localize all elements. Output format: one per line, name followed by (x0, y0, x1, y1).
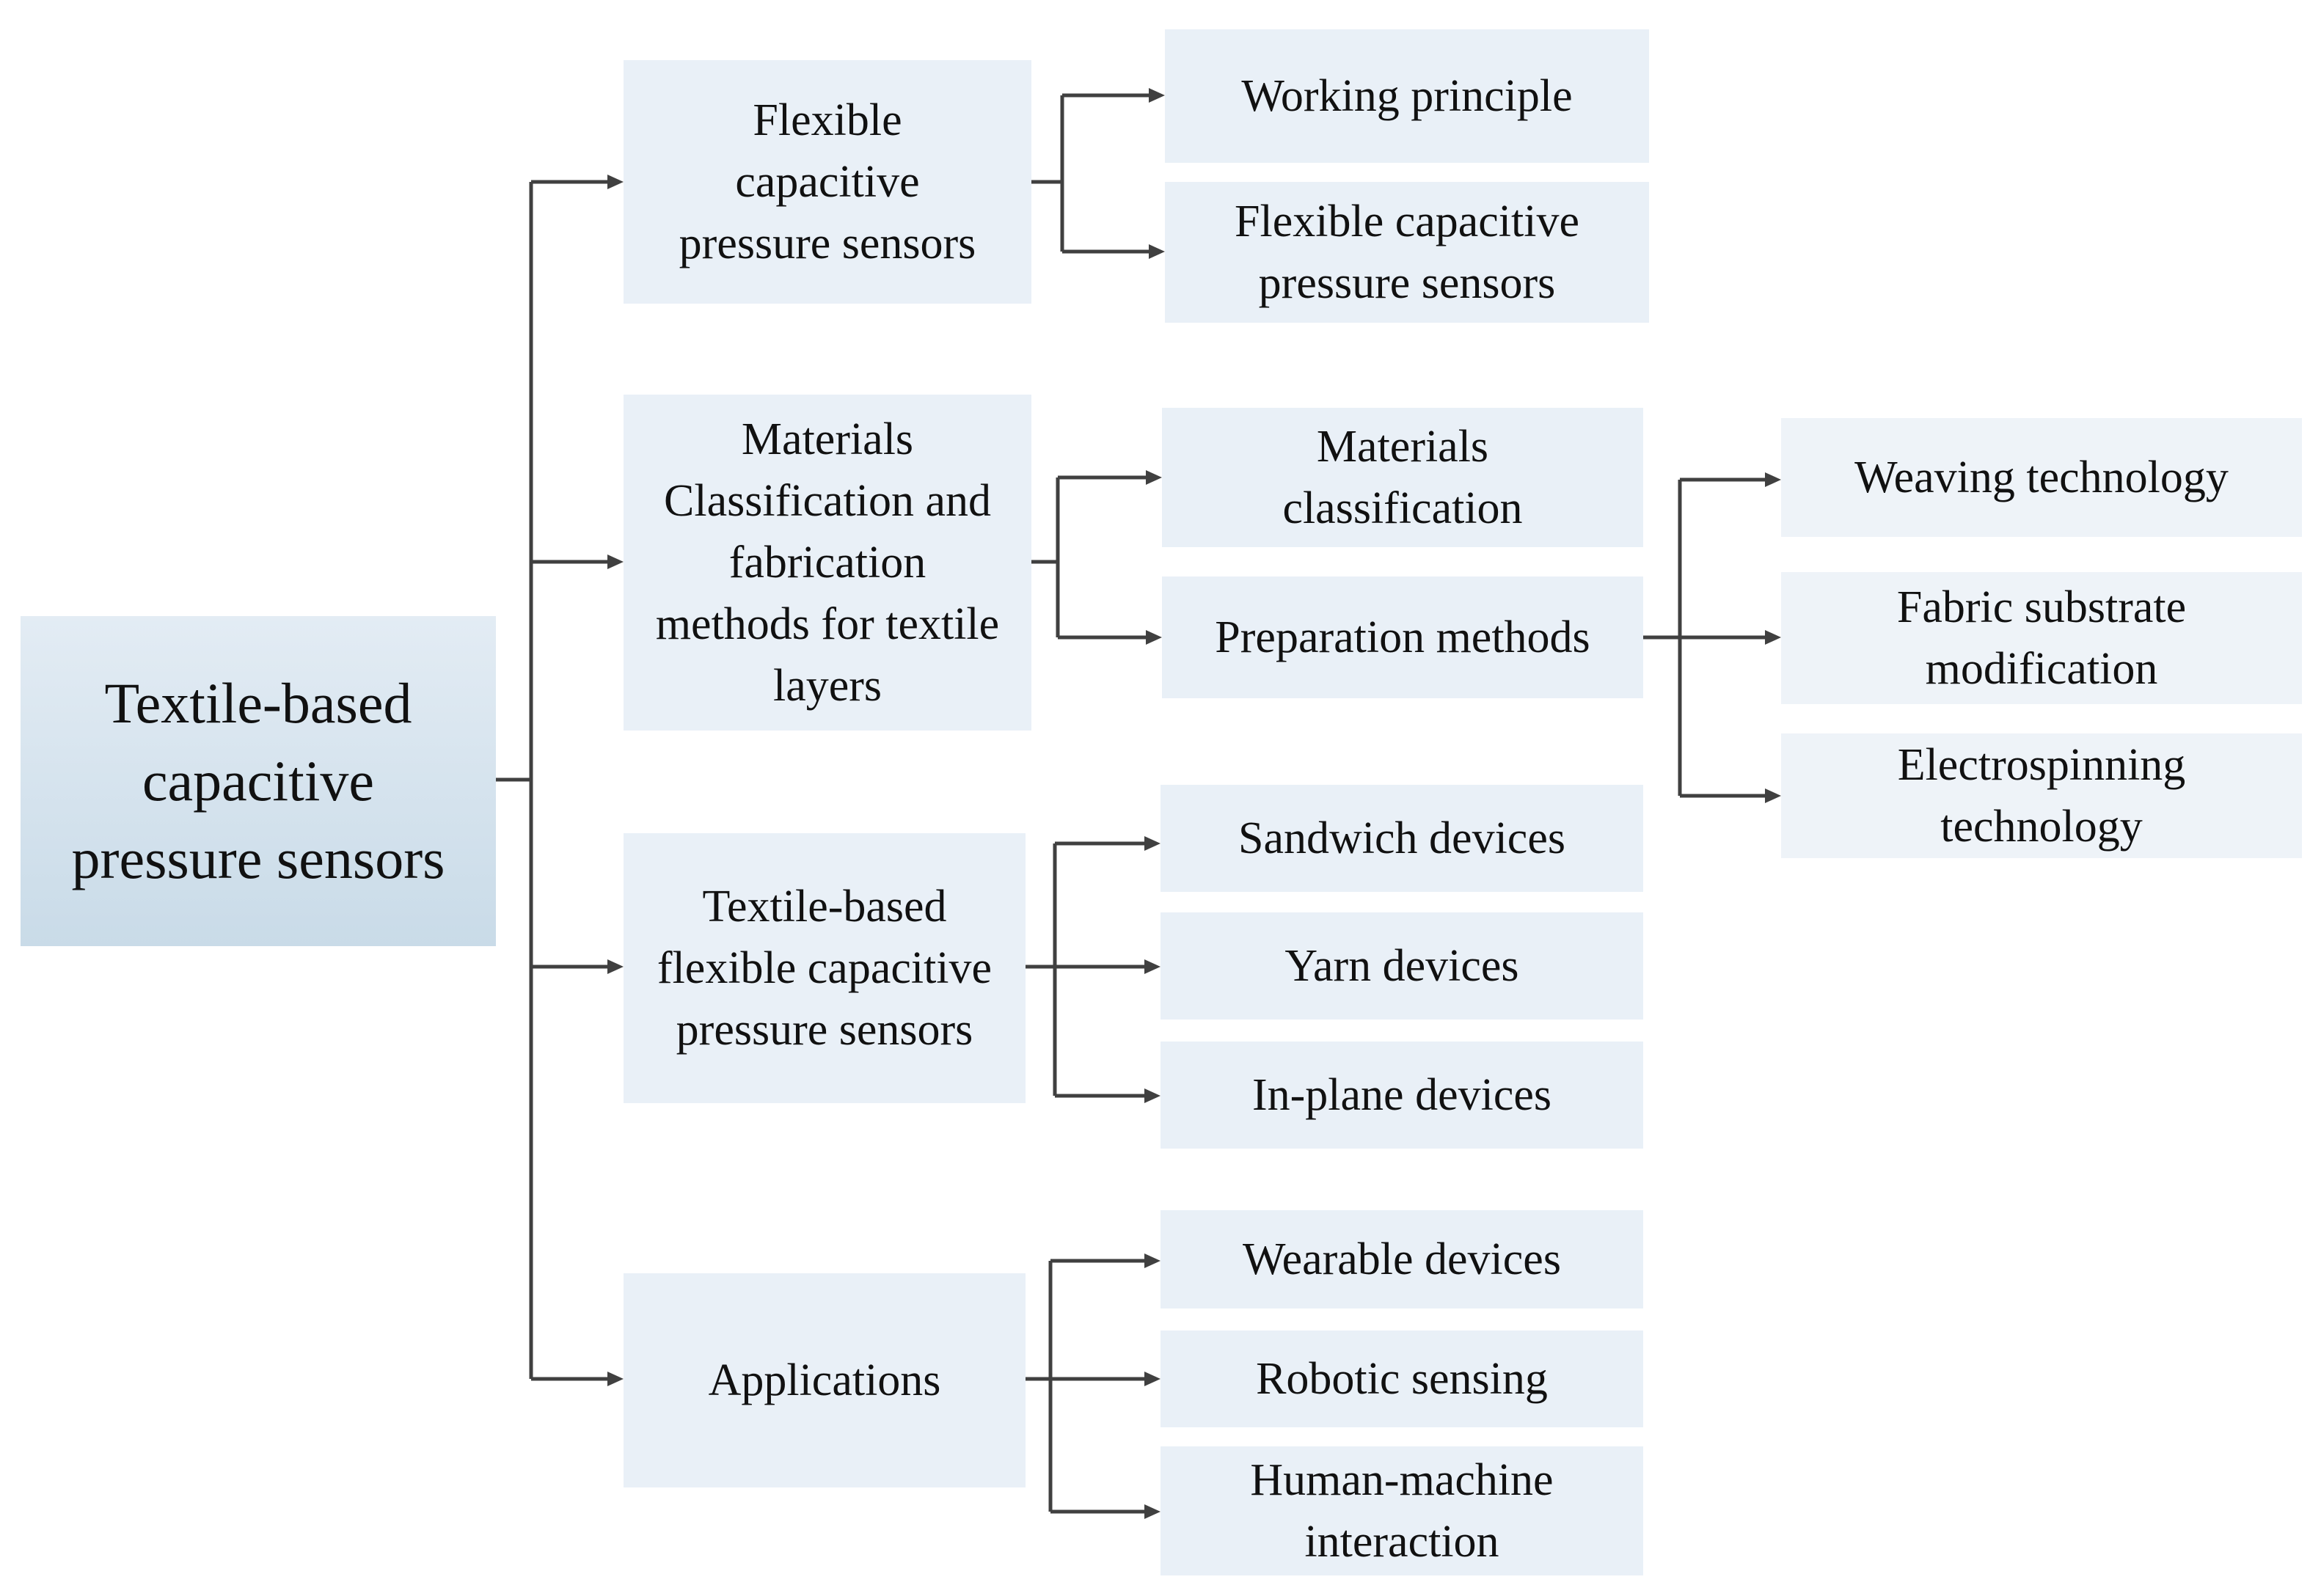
arrowhead (1144, 959, 1160, 974)
connector-branch-2-children (1026, 841, 1146, 1098)
branch-3-child-0: Wearable devices (1160, 1210, 1643, 1308)
branch-0-child-1: Flexible capacitive pressure sensors (1165, 182, 1649, 323)
arrowhead (1144, 1372, 1160, 1386)
branch-3-child-1: Robotic sensing (1160, 1330, 1643, 1427)
connector-preparation-children (1643, 477, 1766, 798)
arrowhead (1765, 472, 1781, 487)
arrowhead (607, 1372, 624, 1386)
branch-0-node: Flexible capacitive pressure sensors (624, 60, 1031, 304)
connector-branch-0-children (1031, 93, 1150, 254)
arrowhead (1146, 470, 1162, 485)
arrowhead (1765, 630, 1781, 645)
preparation-child-0: Weaving technology (1781, 418, 2302, 537)
arrowhead (607, 175, 624, 189)
arrowhead (1144, 1088, 1160, 1103)
arrowhead (1144, 1253, 1160, 1268)
connector-branch-3-children (1026, 1259, 1146, 1514)
branch-3-child-2: Human-machine interaction (1160, 1446, 1643, 1575)
branch-3-node: Applications (624, 1273, 1026, 1487)
branch-2-child-1: Yarn devices (1160, 912, 1643, 1020)
arrowhead (1146, 630, 1162, 645)
arrowhead (1149, 88, 1165, 103)
preparation-child-2: Electrospinning technology (1781, 733, 2302, 858)
arrowhead (607, 959, 624, 974)
arrowhead (607, 554, 624, 569)
connector-root-trunk (496, 182, 533, 1379)
arrowhead (1765, 788, 1781, 803)
root-node: Textile-based capacitive pressure sensor… (21, 616, 496, 946)
branch-2-node: Textile-based flexible capacitive pressu… (624, 833, 1026, 1103)
branch-2-child-0: Sandwich devices (1160, 785, 1643, 892)
preparation-child-1: Fabric substrate modification (1781, 572, 2302, 704)
arrowhead (1144, 1504, 1160, 1519)
branch-1-child-0: Materials classification (1162, 408, 1643, 547)
connector-branch-1-children (1031, 475, 1147, 640)
arrowhead (1144, 836, 1160, 851)
arrowhead (1149, 244, 1165, 259)
branch-1-child-1: Preparation methods (1162, 576, 1643, 698)
branch-2-child-2: In-plane devices (1160, 1042, 1643, 1149)
branch-1-node: Materials Classification and fabrication… (624, 395, 1031, 731)
branch-0-child-0: Working principle (1165, 29, 1649, 163)
